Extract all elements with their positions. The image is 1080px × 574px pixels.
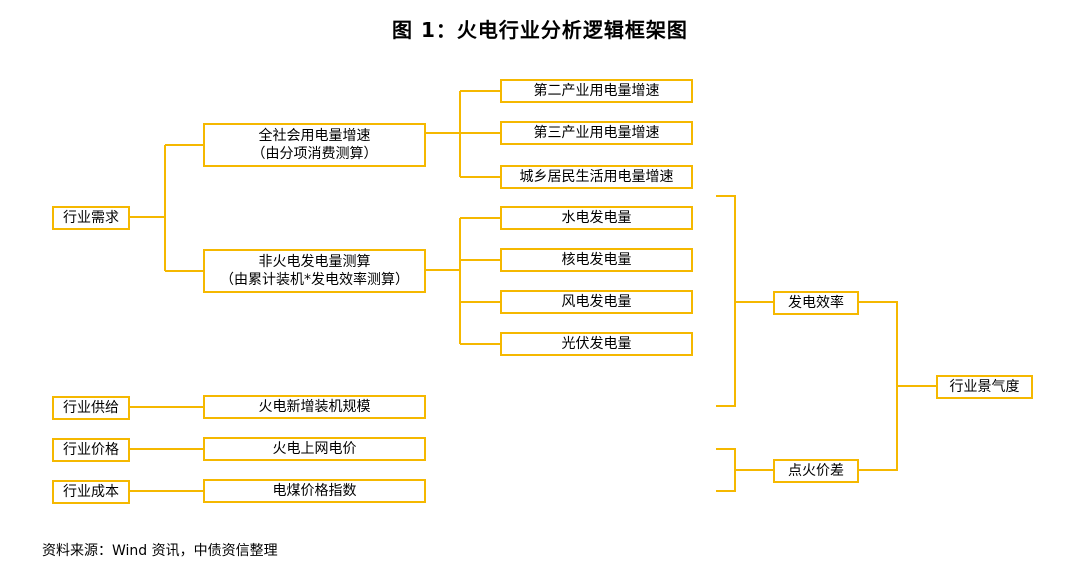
node-label: 点火价差 [788,463,844,479]
node-label: 风电发电量 [561,294,632,310]
node-industry-supply: 行业供给 [52,396,130,420]
node-sublabel: （由分项消费测算） [251,146,378,162]
connector-demand-branch [128,144,204,272]
node-label: 发电效率 [788,295,844,311]
node-label: 电煤价格指数 [272,483,357,499]
node-industry-outlook: 行业景气度 [936,375,1033,399]
page-title: 图 1：火电行业分析逻辑框架图 [392,18,688,42]
connector-society-branch [425,90,501,178]
node-label: 水电发电量 [561,210,632,226]
node-industry-cost: 行业成本 [52,480,130,504]
source-note: 资料来源：Wind 资讯，中债资信整理 [42,543,278,559]
node-label: 火电新增装机规模 [258,399,371,415]
node-label: 第二产业用电量增速 [533,83,660,99]
node-hydro: 水电发电量 [500,206,693,230]
node-industry-price: 行业价格 [52,438,130,462]
node-label: 光伏发电量 [561,336,632,352]
connector-efficiency-bracket [716,195,774,407]
node-society-power: 全社会用电量增速 （由分项消费测算） [203,123,426,167]
node-label: 行业供给 [63,400,119,416]
node-new-capacity: 火电新增装机规模 [203,395,426,419]
connector-outlook [858,301,937,471]
node-residential: 城乡居民生活用电量增速 [500,165,693,189]
node-coal-index: 电煤价格指数 [203,479,426,503]
node-label: 全社会用电量增速 [258,128,371,144]
node-spark-spread: 点火价差 [773,459,859,483]
node-nuclear: 核电发电量 [500,248,693,272]
node-sublabel: （由累计装机*发电效率测算） [220,272,409,288]
node-label: 行业需求 [63,210,119,226]
node-label: 城乡居民生活用电量增速 [519,169,674,185]
node-label: 行业景气度 [949,379,1020,395]
node-gen-efficiency: 发电效率 [773,291,859,315]
connector-spread-bracket [716,448,774,492]
node-label: 火电上网电价 [272,441,357,457]
node-label: 核电发电量 [561,252,632,268]
node-non-thermal: 非火电发电量测算 （由累计装机*发电效率测算） [203,249,426,293]
connector-nonthermal-branch [425,217,501,345]
node-label: 非火电发电量测算 [258,254,371,270]
node-wind: 风电发电量 [500,290,693,314]
node-label: 第三产业用电量增速 [533,125,660,141]
node-industry-demand: 行业需求 [52,206,130,230]
node-label: 行业价格 [63,442,119,458]
node-label: 行业成本 [63,484,119,500]
node-secondary-industry: 第二产业用电量增速 [500,79,693,103]
node-solar: 光伏发电量 [500,332,693,356]
node-tertiary-industry: 第三产业用电量增速 [500,121,693,145]
node-grid-price: 火电上网电价 [203,437,426,461]
